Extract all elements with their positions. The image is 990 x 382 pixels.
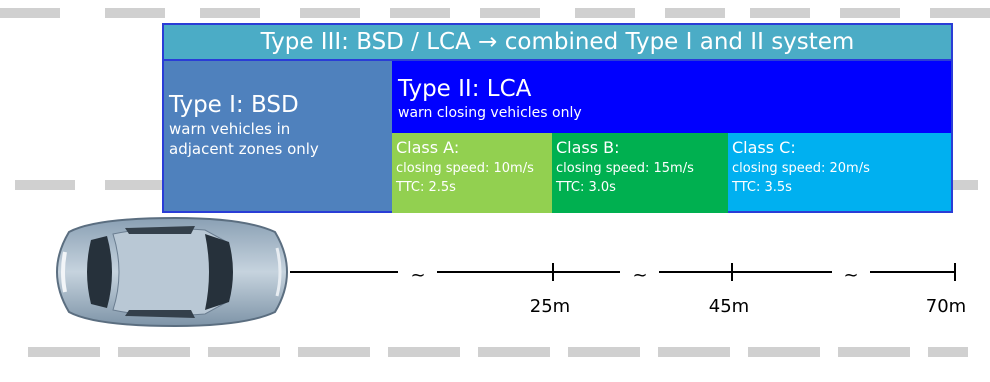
axis-label-45m: 45m [709,296,749,317]
type1-title: Type I: BSD [169,92,299,118]
class-c-speed: closing speed: 20m/s [732,161,870,176]
type3-box: Type III: BSD / LCA → combined Type I an… [162,23,953,61]
axis-break-3: ~ [843,265,858,286]
class-c-box: Class C: closing speed: 20m/s TTC: 3.5s [728,133,953,213]
lane-marking-middle [0,180,990,190]
axis-break-1: ~ [410,265,425,286]
type1-desc-line2: adjacent zones only [169,140,319,158]
type3-title: Type III: BSD / LCA → combined Type I an… [260,29,855,55]
type1-desc-line1: warn vehicles in [169,120,291,138]
lane-marking-top [0,8,990,18]
class-c-ttc: TTC: 3.5s [732,180,792,195]
class-b-box: Class B: closing speed: 15m/s TTC: 3.0s [552,133,728,213]
class-a-box: Class A: closing speed: 10m/s TTC: 2.5s [392,133,552,213]
type2-box: Type II: LCA warn closing vehicles only [392,61,953,133]
type2-title: Type II: LCA [398,76,532,102]
axis-label-70m: 70m [926,296,966,317]
class-a-speed: closing speed: 10m/s [396,161,534,176]
lane-marking-bottom [0,347,990,357]
class-a-name: Class A: [396,138,460,157]
axis-break-2: ~ [632,265,647,286]
type2-subtitle: warn closing vehicles only [398,105,582,121]
axis-label-25m: 25m [530,296,570,317]
class-b-ttc: TTC: 3.0s [556,180,616,195]
class-b-speed: closing speed: 15m/s [556,161,694,176]
class-b-name: Class B: [556,138,620,157]
type1-box: Type I: BSD warn vehicles in adjacent zo… [162,61,392,213]
class-a-ttc: TTC: 2.5s [396,180,456,195]
car-top-view-icon [55,216,289,328]
class-c-name: Class C: [732,138,796,157]
